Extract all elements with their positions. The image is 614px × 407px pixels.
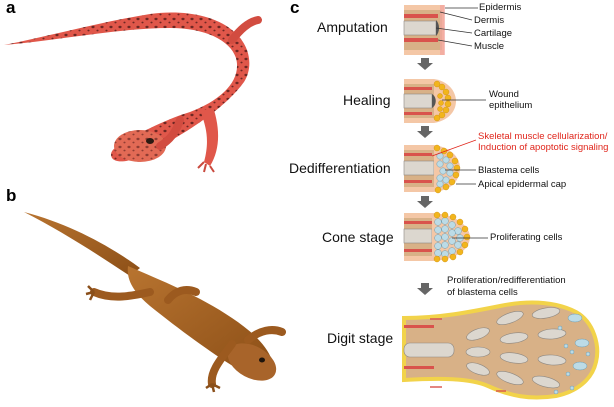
- stage-title-dedifferentiation: Dedifferentiation: [289, 160, 391, 176]
- stage-arrow-4: [417, 283, 433, 295]
- stage-title-digit: Digit stage: [327, 330, 394, 346]
- healing-limb: [403, 79, 456, 123]
- label-proliferating-cells: Proliferating cells: [490, 232, 563, 243]
- label-apoptotic-signaling: Induction of apoptotic signaling: [478, 142, 609, 153]
- label-dermis: Dermis: [474, 15, 505, 26]
- stage-arrow-3: [417, 196, 433, 208]
- red-salamander-photo: [4, 12, 262, 173]
- panel-label-a: a: [6, 0, 16, 17]
- amputation-leader-lines: [435, 7, 478, 47]
- dedifferentiation-limb: [403, 144, 461, 194]
- label-muscle: Muscle: [474, 41, 505, 52]
- label-cartilage: Cartilage: [474, 28, 513, 39]
- label-apical-epidermal-cap: Apical epidermal cap: [478, 179, 567, 190]
- dedifferentiation-leaders: [431, 139, 477, 185]
- label-epidermis: Epidermis: [479, 2, 522, 13]
- stage-title-healing: Healing: [343, 92, 391, 108]
- stage-arrow-1: [417, 58, 433, 70]
- stage-arrow-2: [417, 126, 433, 138]
- amputation-limb: [403, 5, 445, 55]
- label-skeletal-muscle-cellularization: Skeletal muscle cellularization/: [478, 131, 608, 142]
- label-wound: Wound: [489, 89, 519, 100]
- panel-label-c: c: [290, 0, 300, 17]
- digit-stage-limb: [402, 300, 600, 400]
- panel-label-b: b: [6, 186, 17, 205]
- newt-photo: [24, 212, 286, 393]
- stage-title-amputation: Amputation: [317, 19, 388, 35]
- label-of-blastema-cells: of blastema cells: [447, 287, 518, 298]
- label-blastema-cells: Blastema cells: [478, 165, 540, 176]
- cone-stage-limb: [403, 211, 471, 263]
- label-wound-epithelium: epithelium: [489, 100, 533, 111]
- stage-title-cone: Cone stage: [322, 229, 394, 245]
- label-proliferation-redifferentiation: Proliferation/redifferentiation: [447, 275, 566, 286]
